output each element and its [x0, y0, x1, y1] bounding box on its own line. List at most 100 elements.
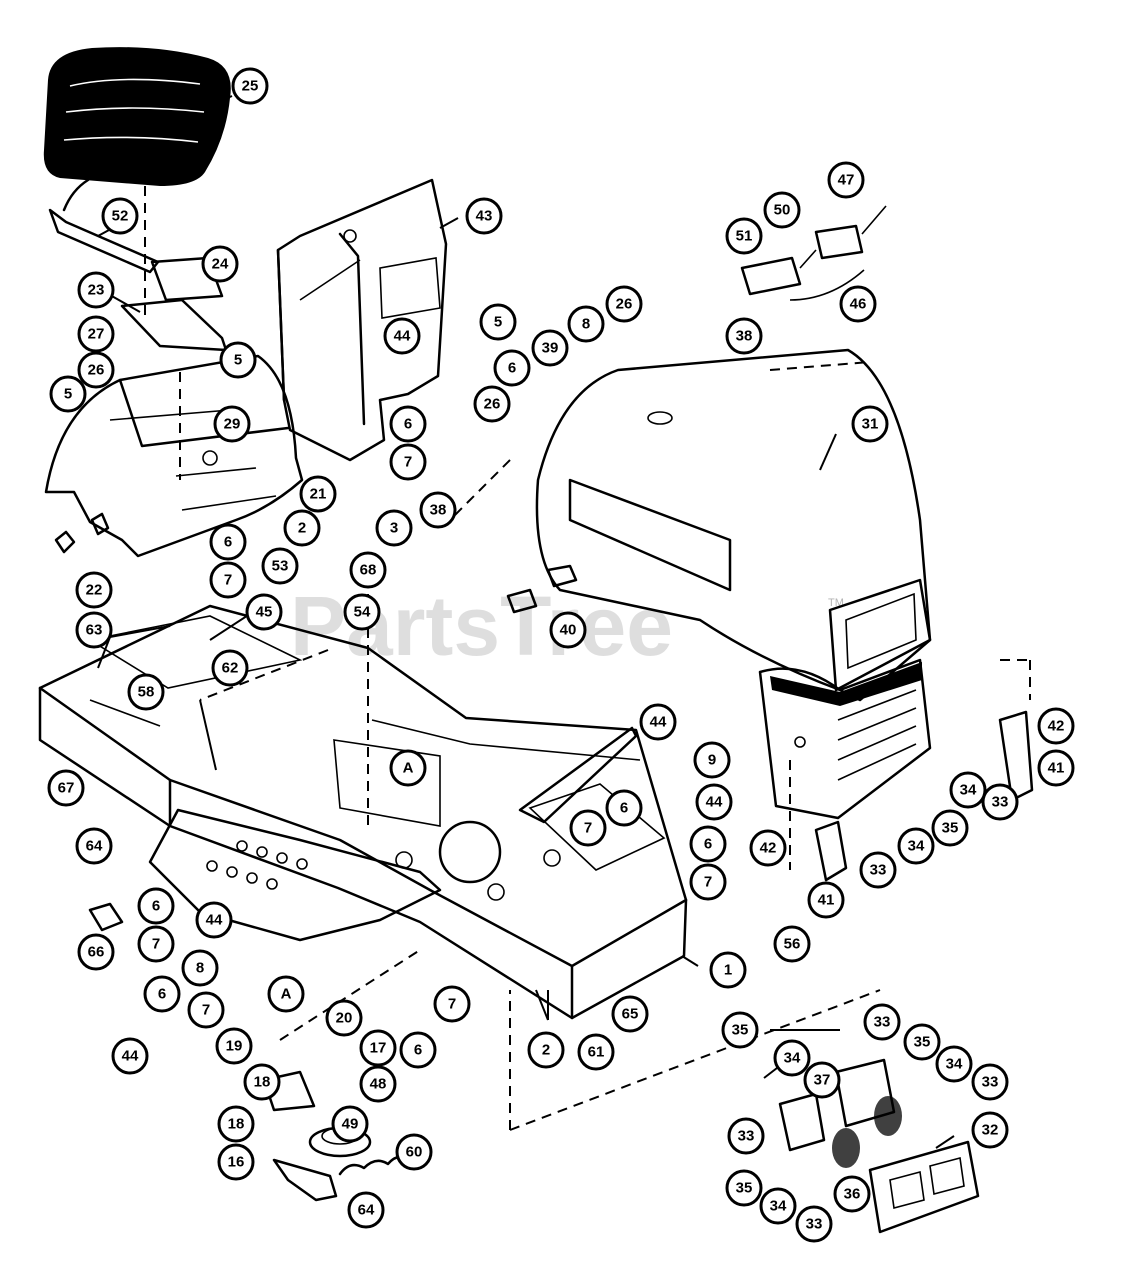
- callout-26: 26: [605, 285, 643, 323]
- callout-number: 38: [430, 502, 447, 519]
- callout-number: 34: [784, 1050, 801, 1067]
- callout-7: 7: [137, 925, 175, 963]
- callout-number: 6: [620, 800, 628, 817]
- callout-number: 44: [206, 912, 223, 929]
- callout-2: 2: [283, 509, 321, 547]
- callout-number: 19: [226, 1038, 243, 1055]
- callout-number: A: [281, 986, 292, 1003]
- callout-circle: [77, 933, 115, 971]
- callout-68: 68: [349, 551, 387, 589]
- callout-circle: [605, 789, 643, 827]
- dash-tower: [276, 178, 448, 462]
- callout-circle: [299, 475, 337, 513]
- callout-number: 61: [588, 1044, 605, 1061]
- callout-circle: [803, 1061, 841, 1099]
- callout-circle: [389, 405, 427, 443]
- callout-circle: [851, 405, 889, 443]
- callout-31: 31: [851, 405, 889, 443]
- callout-50: 50: [763, 191, 801, 229]
- callout-34: 34: [935, 1045, 973, 1083]
- callout-number: 18: [254, 1074, 271, 1091]
- callout-22: 22: [75, 571, 113, 609]
- callout-5: 5: [49, 375, 87, 413]
- callout-circle: [217, 1143, 255, 1181]
- callout-circle: [763, 191, 801, 229]
- callout-circle: [839, 285, 877, 323]
- callout-65: 65: [611, 995, 649, 1033]
- callout-18: 18: [243, 1063, 281, 1101]
- callout-number: 18: [228, 1116, 245, 1133]
- callout-number: 44: [650, 714, 667, 731]
- callout-circle: [77, 271, 115, 309]
- callout-number: 41: [818, 892, 835, 909]
- callout-number: 47: [838, 172, 855, 189]
- callout-number: 38: [736, 328, 753, 345]
- callout-40: 40: [549, 611, 587, 649]
- callout-63: 63: [75, 611, 113, 649]
- callout-39: 39: [531, 329, 569, 367]
- callout-number: 34: [960, 782, 977, 799]
- callout-circle: [749, 829, 787, 867]
- callout-33: 33: [971, 1063, 1009, 1101]
- callout-circle: [949, 771, 987, 809]
- seat-rails: [120, 256, 228, 352]
- callout-number: 33: [806, 1216, 823, 1233]
- callout-5: 5: [479, 303, 517, 341]
- callout-number: 35: [914, 1034, 931, 1051]
- callout-number: 44: [706, 794, 723, 811]
- callout-number: 36: [844, 1186, 861, 1203]
- callout-number: 7: [202, 1002, 210, 1019]
- callout-circle: [605, 285, 643, 323]
- callout-circle: [143, 975, 181, 1013]
- callout-number: 7: [404, 454, 412, 471]
- callout-circle: [473, 385, 511, 423]
- callout-number: 1: [724, 962, 732, 979]
- callout-circle: [77, 351, 115, 389]
- callout-58: 58: [127, 673, 165, 711]
- callout-26: 26: [473, 385, 511, 423]
- callout-circle: [569, 809, 607, 847]
- callout-circle: [209, 561, 247, 599]
- callout-6: 6: [605, 789, 643, 827]
- callout-7: 7: [209, 561, 247, 599]
- callout-number: 65: [622, 1006, 639, 1023]
- callout-44: 44: [695, 783, 733, 821]
- callout-48: 48: [359, 1065, 397, 1103]
- callout-circle: [935, 1045, 973, 1083]
- callout-number: 6: [704, 836, 712, 853]
- callout-circle: [111, 1037, 149, 1075]
- callout-20: 20: [325, 999, 363, 1037]
- callout-18: 18: [217, 1105, 255, 1143]
- callout-7: 7: [569, 809, 607, 847]
- callout-number: 60: [406, 1144, 423, 1161]
- callout-number: 67: [58, 780, 75, 797]
- callout-circle: [863, 1003, 901, 1041]
- callout-circle: [859, 851, 897, 889]
- callout-7: 7: [689, 863, 727, 901]
- callout-number: 53: [272, 558, 289, 575]
- callout-circle: [773, 1039, 811, 1077]
- callout-42: 42: [749, 829, 787, 867]
- callout-circle: [261, 547, 299, 585]
- callout-41: 41: [1037, 749, 1075, 787]
- callout-number: 50: [774, 202, 791, 219]
- callout-circle: [971, 1063, 1009, 1101]
- callout-44: 44: [639, 703, 677, 741]
- callout-16: 16: [217, 1143, 255, 1181]
- callout-number: 34: [770, 1198, 787, 1215]
- callout-number: 34: [908, 838, 925, 855]
- callout-circle: [389, 443, 427, 481]
- callout-circle: [725, 1169, 763, 1207]
- callout-circle: [137, 925, 175, 963]
- callout-44: 44: [383, 317, 421, 355]
- callout-number: 5: [234, 352, 242, 369]
- callout-circle: [727, 1117, 765, 1155]
- callout-23: 23: [77, 271, 115, 309]
- light-assembly: [740, 205, 887, 301]
- callout-number: 40: [560, 622, 577, 639]
- callout-circle: [897, 827, 935, 865]
- callout-64: 64: [347, 1191, 385, 1229]
- callout-circle: [693, 741, 731, 779]
- callout-circle: [827, 161, 865, 199]
- callout-circle: [981, 783, 1019, 821]
